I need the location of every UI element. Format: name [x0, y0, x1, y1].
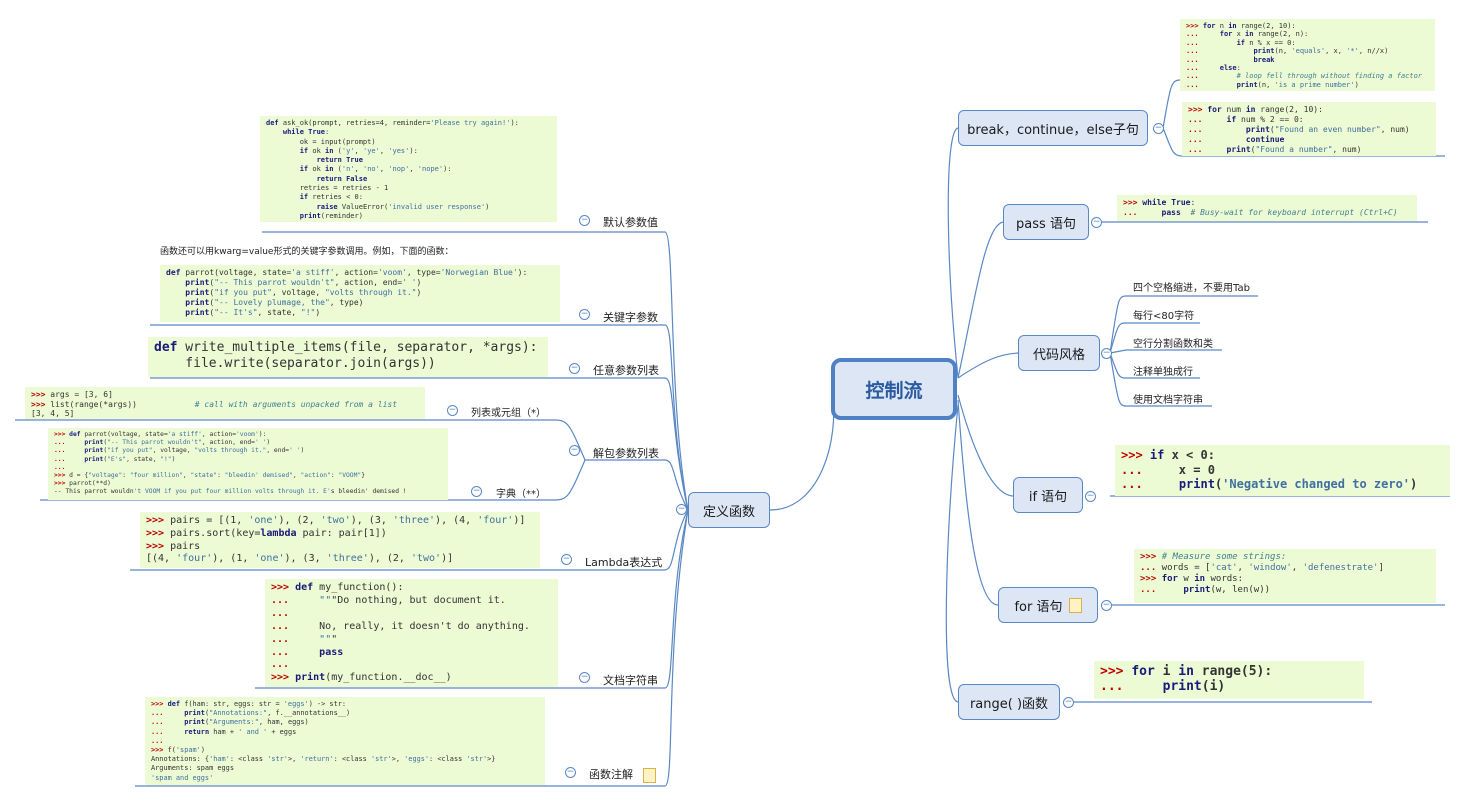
style-item[interactable]: 每行<80字符 [1133, 311, 1195, 322]
branch-label[interactable]: 列表或元组（*） [471, 408, 546, 419]
collapse-toggle[interactable]: − [1063, 697, 1074, 708]
style-item[interactable]: 空行分割函数和类 [1133, 339, 1213, 350]
code-block-for: >>> # Measure some strings: ... words = … [1134, 549, 1436, 603]
collapse-toggle[interactable]: − [447, 405, 458, 416]
node-if[interactable]: if 语句 [1013, 477, 1083, 513]
note-icon[interactable] [1068, 597, 1082, 613]
collapse-toggle[interactable]: − [561, 554, 572, 565]
code-block-if: >>> if x < 0: ... x = 0 ... print('Negat… [1115, 445, 1450, 496]
code-block-arbitrary-args: def write_multiple_items(file, separator… [148, 337, 548, 377]
branch-label[interactable]: Lambda表达式 [585, 556, 663, 569]
node-define-function[interactable]: 定义函数 [688, 492, 770, 528]
collapse-toggle[interactable]: − [565, 767, 576, 778]
collapse-toggle[interactable]: − [1153, 123, 1164, 134]
code-block-default-args: def ask_ok(prompt, retries=4, reminder='… [260, 116, 557, 222]
collapse-toggle[interactable]: − [1091, 217, 1102, 228]
collapse-toggle[interactable]: − [569, 445, 580, 456]
node-label: 代码风格 [1032, 347, 1085, 363]
collapse-toggle[interactable]: − [1101, 600, 1112, 611]
node-label: 定义函数 [702, 504, 755, 520]
node-range[interactable]: range( )函数 [958, 684, 1060, 720]
node-break-continue[interactable]: break，continue，else子句 [958, 110, 1148, 146]
node-label: pass 语句 [1016, 216, 1076, 232]
style-item[interactable]: 注释单独成行 [1133, 367, 1193, 378]
code-block-pass: >>> while True: ... pass # Busy-wait for… [1117, 195, 1417, 221]
branch-label[interactable]: 函数注解 [589, 766, 656, 783]
code-block-break: >>> for n in range(2, 10): ... for x in … [1180, 19, 1435, 91]
branch-label[interactable]: 文档字符串 [603, 674, 658, 687]
code-block-continue: >>> for num in range(2, 10): ... if num … [1182, 102, 1436, 156]
branch-label[interactable]: 关键字参数 [603, 311, 658, 324]
code-block-annotation: >>> def f(ham: str, eggs: str = 'eggs') … [145, 697, 545, 785]
code-block-unpack-list: >>> args = [3, 6] >>> list(range(*args))… [25, 387, 425, 419]
node-label: range( )函数 [969, 696, 1049, 712]
collapse-toggle[interactable]: − [579, 309, 590, 320]
node-label: if 语句 [1028, 489, 1068, 505]
collapse-toggle[interactable]: − [471, 486, 482, 497]
style-item[interactable]: 使用文档字符串 [1133, 395, 1203, 406]
note-icon[interactable] [642, 767, 656, 783]
node-for[interactable]: for 语句 [998, 587, 1098, 623]
collapse-toggle[interactable]: − [676, 504, 687, 515]
branch-label-text: 函数注解 [589, 768, 633, 781]
node-code-style[interactable]: 代码风格 [1018, 335, 1100, 371]
node-label: for 语句 [1014, 599, 1063, 615]
branch-label[interactable]: 任意参数列表 [593, 364, 659, 377]
branch-label[interactable]: 字典（**） [496, 489, 546, 500]
branch-label[interactable]: 解包参数列表 [593, 447, 659, 460]
root-node[interactable]: 控制流 [831, 358, 957, 420]
node-label: break，continue，else子句 [967, 122, 1139, 138]
branch-label[interactable]: 默认参数值 [603, 216, 658, 229]
root-label: 控制流 [865, 379, 923, 402]
keyword-intro-text: 函数还可以用kwarg=value形式的关键字参数调用。例如，下面的函数： [160, 247, 454, 257]
collapse-toggle[interactable]: − [579, 215, 590, 226]
node-pass[interactable]: pass 语句 [1003, 204, 1089, 240]
code-block-keyword-args: def parrot(voltage, state='a stiff', act… [160, 265, 560, 322]
collapse-toggle[interactable]: − [569, 363, 580, 374]
code-block-docstring: >>> def my_function(): ... """Do nothing… [265, 579, 558, 687]
collapse-toggle[interactable]: − [1085, 491, 1096, 502]
code-block-lambda: >>> pairs = [(1, 'one'), (2, 'two'), (3,… [140, 512, 540, 568]
style-item[interactable]: 四个空格缩进，不要用Tab [1133, 283, 1250, 294]
code-block-unpack-dict: >>> def parrot(voltage, state='a stiff',… [48, 428, 448, 500]
collapse-toggle[interactable]: − [579, 672, 590, 683]
code-block-range: >>> for i in range(5): ... print(i) [1094, 661, 1364, 699]
collapse-toggle[interactable]: − [1101, 348, 1112, 359]
